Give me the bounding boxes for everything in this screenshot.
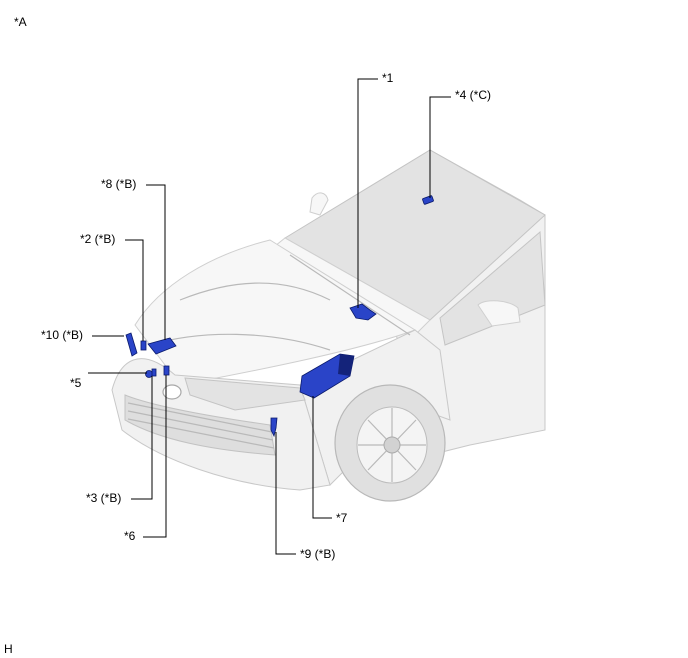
part-4-icon: [422, 195, 434, 205]
part-10-icon: [125, 332, 138, 357]
callout-1-label: *1: [382, 71, 394, 85]
callout-9-label: *9 (*B): [300, 547, 335, 561]
callout-6-label: *6: [124, 529, 136, 543]
part-6-icon: [163, 365, 170, 376]
part-3-icon: [151, 368, 157, 377]
leader-9: [275, 432, 296, 555]
part-2-icon: [140, 340, 147, 351]
leader-lines: [88, 78, 451, 555]
callout-labels: *1 *4 (*C) *8 (*B) *2 (*B) *10 (*B) *5 *…: [41, 71, 491, 561]
callout-3-label: *3 (*B): [86, 491, 121, 505]
callout-2-label: *2 (*B): [80, 232, 115, 246]
highlighted-components: [125, 195, 434, 438]
leader-1: [357, 78, 378, 308]
callout-5-label: *5: [70, 376, 82, 390]
part-9-icon: [270, 417, 278, 438]
part-8-icon: [147, 337, 177, 355]
corner-code: H: [4, 642, 13, 656]
part-1-icon: [349, 303, 377, 321]
callout-8-label: *8 (*B): [101, 177, 136, 191]
leader-4: [429, 96, 451, 198]
callout-7-label: *7: [336, 511, 348, 525]
leader-6: [143, 375, 167, 538]
leader-2: [125, 239, 144, 341]
vehicle-illustration: [111, 149, 546, 502]
leader-7: [312, 396, 332, 519]
callout-10-label: *10 (*B): [41, 328, 83, 342]
leader-3: [131, 376, 153, 500]
view-label: *A: [14, 15, 27, 29]
callout-4-label: *4 (*C): [455, 88, 491, 102]
part-5-icon: [145, 370, 153, 378]
leader-8: [146, 184, 166, 340]
